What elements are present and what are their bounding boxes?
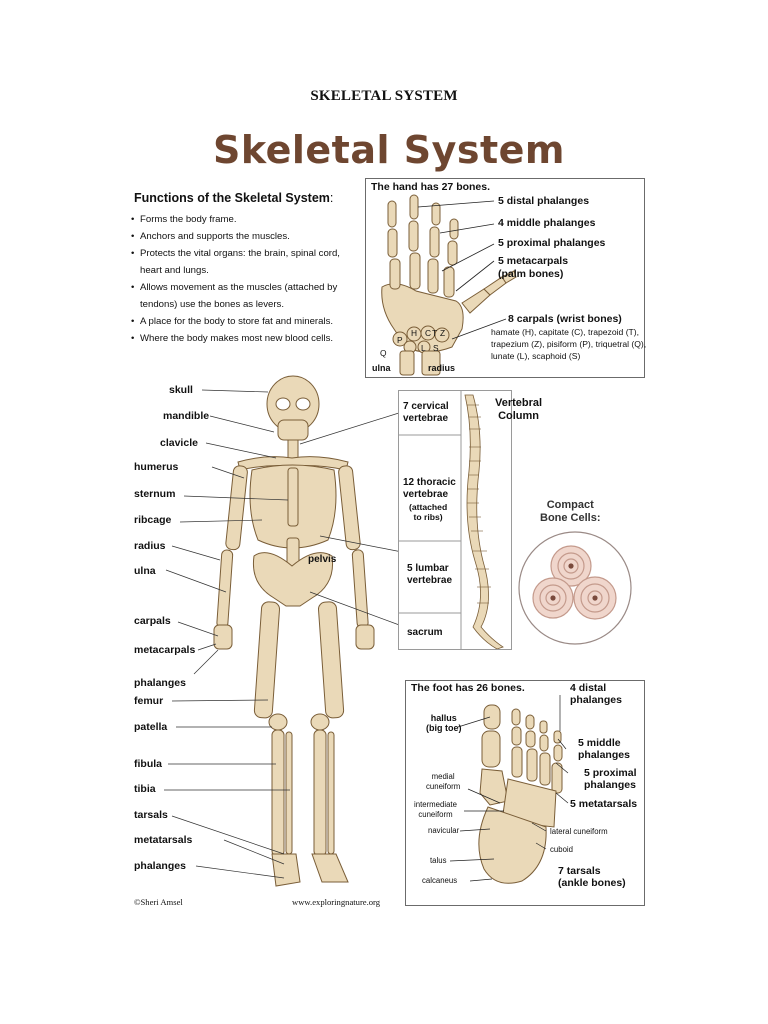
label-ulna: ulna	[134, 565, 156, 577]
label-femur: femur	[134, 695, 164, 707]
label-pelvis: pelvis	[308, 554, 337, 565]
hand-title: The hand has 27 bones.	[371, 181, 491, 193]
hand-label-carpals: 8 carpals (wrist bones)	[508, 313, 622, 325]
label-fibula: fibula	[134, 758, 162, 770]
hand-bones-illustration	[381, 194, 517, 376]
label-carpals: carpals	[134, 615, 171, 627]
hand-label-radius: radius	[428, 363, 456, 373]
foot-label-lateral-cuneiform: lateral cuneiform	[550, 827, 608, 836]
hand-label-distal: 5 distal phalanges	[498, 195, 590, 207]
hand-letter-p: P	[397, 335, 403, 345]
label-patella: patella	[134, 721, 168, 733]
function-item: Forms the body frame.	[131, 211, 356, 228]
hand-label-palm: (palm bones)	[498, 268, 564, 280]
document-title: SKELETAL SYSTEM	[310, 88, 458, 104]
label-metatarsals: metatarsals	[134, 834, 193, 846]
poster-title: Skeletal System	[212, 128, 566, 172]
foot-label-hallus: hallus(big toe)	[426, 713, 462, 734]
foot-label-talus: talus	[430, 856, 447, 865]
hand-label-metacarpals: 5 metacarpals	[498, 255, 569, 267]
foot-label-tarsals: 7 tarsals(ankle bones)	[558, 865, 626, 890]
compact-bone-cells-illustration	[518, 531, 632, 645]
function-item: A place for the body to store fat and mi…	[131, 313, 356, 330]
function-item: Protects the vital organs: the brain, sp…	[131, 245, 356, 279]
foot-title: The foot has 26 bones.	[411, 682, 525, 694]
foot-label-calcaneus: calcaneus	[422, 876, 458, 885]
hand-panel: The hand has 27 bones. 5 distal phalange…	[365, 178, 647, 378]
hand-label-proximal: 5 proximal phalanges	[498, 237, 606, 249]
label-radius: radius	[134, 540, 166, 552]
hand-letter-s: S	[433, 343, 439, 353]
foot-label-metatarsals: 5 metatarsals	[570, 798, 638, 810]
functions-heading: Functions of the Skeletal System:	[134, 191, 334, 205]
label-metacarpals: metacarpals	[134, 644, 196, 656]
hand-letter-z: Z	[440, 328, 446, 338]
function-item: Anchors and supports the muscles.	[131, 228, 356, 245]
hand-label-ulna: ulna	[372, 363, 391, 373]
label-humerus: humerus	[134, 461, 179, 473]
label-clavicle: clavicle	[160, 437, 198, 449]
foot-label-navicular: navicular	[428, 826, 460, 835]
hand-letter-q: Q	[380, 348, 387, 358]
function-item: Allows movement as the muscles (attached…	[131, 279, 356, 313]
label-ribcage: ribcage	[134, 514, 172, 526]
foot-bones-illustration	[449, 695, 569, 884]
hand-label-middle: 4 middle phalanges	[498, 217, 596, 229]
credit-author: ©Sheri Amsel	[134, 897, 183, 907]
skeleton-illustration	[164, 375, 403, 887]
vertebral-column-illustration	[399, 391, 504, 649]
label-skull: skull	[169, 384, 193, 396]
function-item: Where the body makes most new blood cell…	[131, 330, 356, 347]
hand-letter-t: T	[432, 328, 438, 338]
label-sternum: sternum	[134, 488, 176, 500]
hand-letter-h: H	[411, 328, 418, 338]
foot-label-cuboid: cuboid	[550, 845, 573, 854]
label-phalanges-foot: phalanges	[134, 860, 186, 872]
hand-carpal-note: hamate (H), capitate (C), trapezoid (T),…	[491, 327, 647, 361]
credit-website: www.exploringnature.org	[292, 897, 381, 907]
label-tarsals: tarsals	[134, 809, 168, 821]
label-tibia: tibia	[134, 783, 156, 795]
vertebrae-sacrum: sacrum	[407, 627, 443, 638]
hand-letter-c: C	[425, 328, 432, 338]
hand-letter-l: L	[421, 343, 426, 353]
label-mandible: mandible	[163, 410, 210, 422]
label-phalanges-hand: phalanges	[134, 677, 186, 689]
functions-list: Forms the body frame. Anchors and suppor…	[131, 211, 356, 347]
